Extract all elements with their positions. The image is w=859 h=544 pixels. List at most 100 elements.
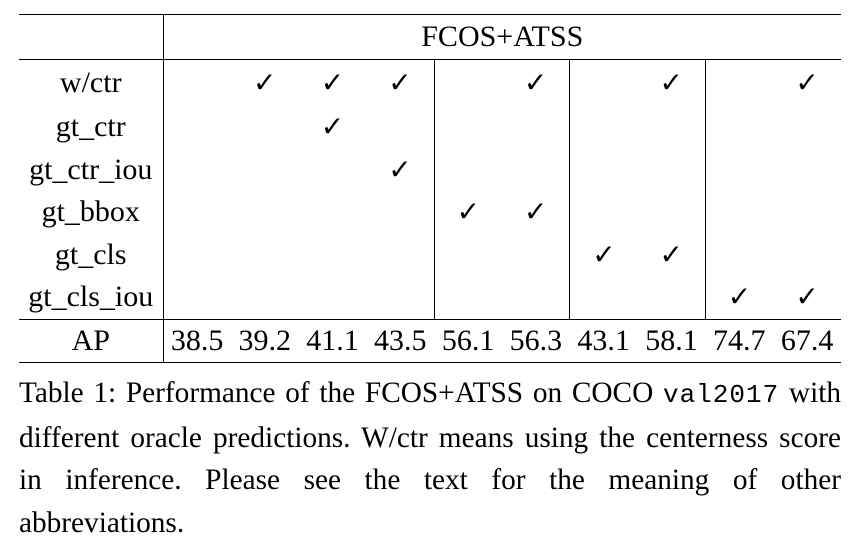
ap-value: 74.7: [705, 318, 774, 363]
check-cell: ✓: [434, 191, 502, 234]
empty-cell: [705, 106, 773, 149]
check-cell: ✓: [501, 191, 571, 234]
check-cell: ✓: [230, 59, 299, 106]
empty-cell: [570, 149, 638, 192]
table-row: gt_cls ✓ ✓: [19, 233, 841, 277]
empty-cell: [366, 276, 435, 319]
caption-dataset-name: val2017: [662, 380, 780, 410]
checkmark-icon: ✓: [456, 195, 481, 229]
table-row: gt_ctr_iou✓: [19, 148, 841, 192]
empty-cell: [366, 191, 435, 234]
ap-value: 43.5: [366, 318, 435, 363]
check-cell: ✓: [773, 276, 841, 319]
empty-cell: [299, 191, 367, 234]
empty-cell: [163, 276, 231, 319]
checkmark-icon: ✓: [795, 280, 819, 314]
empty-cell: [299, 149, 367, 192]
empty-cell: [231, 276, 299, 319]
empty-cell: [163, 59, 231, 106]
row-label: gt_cls: [19, 233, 164, 276]
checkmark-icon: ✓: [320, 110, 345, 144]
empty-cell: [231, 149, 299, 192]
empty-cell: [570, 191, 638, 234]
table-row: gt_bbox ✓ ✓: [19, 191, 841, 234]
empty-cell: [501, 233, 571, 276]
empty-cell: [705, 149, 773, 192]
ap-value: 56.3: [501, 318, 570, 363]
group-header: FCOS+ATSS: [163, 14, 841, 60]
header-row: FCOS+ATSS: [19, 14, 841, 60]
header-empty-cell: [19, 14, 164, 60]
empty-cell: [569, 59, 638, 106]
check-cell: ✓: [366, 59, 435, 106]
caption-text-1: Table 1: Performance of the FCOS+ATSS on…: [19, 377, 654, 409]
ap-value: 67.4: [773, 318, 841, 363]
check-cell: ✓: [637, 59, 706, 106]
check-cell: ✓: [570, 234, 638, 277]
ap-value: 39.2: [230, 318, 299, 363]
empty-cell: [637, 148, 706, 191]
checkmark-icon: ✓: [795, 66, 819, 99]
empty-cell: [434, 234, 502, 277]
check-cell: ✓: [705, 276, 773, 319]
empty-cell: [637, 276, 706, 319]
empty-cell: [705, 191, 773, 234]
empty-cell: [231, 106, 299, 149]
empty-cell: [501, 148, 571, 191]
empty-cell: [773, 234, 841, 277]
empty-cell: [434, 106, 502, 149]
check-cell: ✓: [298, 59, 367, 106]
empty-cell: [299, 234, 367, 277]
empty-cell: [637, 191, 706, 234]
check-cell: ✓: [637, 233, 706, 276]
check-cell: ✓: [501, 59, 571, 106]
row-label: gt_bbox: [19, 191, 164, 234]
empty-cell: [299, 276, 367, 319]
table-row: gt_ctr ✓: [19, 106, 841, 149]
checkmark-icon: ✓: [388, 152, 412, 186]
checkmark-icon: ✓: [659, 66, 683, 99]
caption-text-2: with different oracle predictions. W/ctr…: [19, 377, 841, 539]
checkmark-icon: ✓: [727, 280, 752, 314]
empty-cell: [231, 234, 299, 277]
row-label: w/ctr: [19, 59, 164, 106]
checkmark-icon: ✓: [320, 66, 345, 99]
checkmark-icon: ✓: [592, 237, 616, 271]
check-cell: ✓: [366, 148, 435, 191]
empty-cell: [501, 276, 571, 319]
empty-cell: [705, 234, 773, 277]
checkmark-icon: ✓: [659, 237, 683, 271]
ap-value: 43.1: [569, 318, 638, 363]
empty-cell: [163, 106, 231, 149]
ap-value: 38.5: [163, 318, 231, 363]
row-label: gt_ctr: [19, 106, 164, 149]
empty-cell: [637, 106, 706, 149]
results-table: FCOS+ATSS w/ctr✓✓✓✓✓✓gt_ctr✓gt_ctr_iou✓g…: [19, 14, 841, 363]
empty-cell: [163, 149, 231, 192]
empty-cell: [366, 106, 435, 149]
empty-cell: [773, 149, 841, 192]
table-row: gt_cls_iou ✓ ✓: [19, 276, 841, 319]
empty-cell: [773, 191, 841, 234]
empty-cell: [434, 59, 502, 106]
check-cell: ✓: [299, 106, 367, 149]
ap-value: 58.1: [637, 318, 706, 363]
empty-cell: [570, 106, 638, 149]
table-row: w/ctr ✓ ✓ ✓ ✓ ✓ ✓: [19, 59, 841, 106]
checkmark-icon: ✓: [388, 66, 412, 99]
empty-cell: [705, 59, 774, 106]
ap-value: 56.1: [434, 318, 502, 363]
check-cell: ✓: [773, 59, 841, 106]
checkmark-icon: ✓: [523, 195, 548, 229]
empty-cell: [434, 149, 502, 192]
empty-cell: [570, 276, 638, 319]
empty-cell: [163, 234, 231, 277]
checkmark-icon: ✓: [523, 66, 548, 99]
ap-value: 41.1: [298, 318, 367, 363]
table-caption: Table 1: Performance of the FCOS+ATSS on…: [19, 372, 841, 544]
empty-cell: [366, 233, 435, 276]
row-label: gt_cls_iou: [19, 276, 164, 319]
ap-label: AP: [19, 318, 164, 363]
empty-cell: [773, 106, 841, 149]
